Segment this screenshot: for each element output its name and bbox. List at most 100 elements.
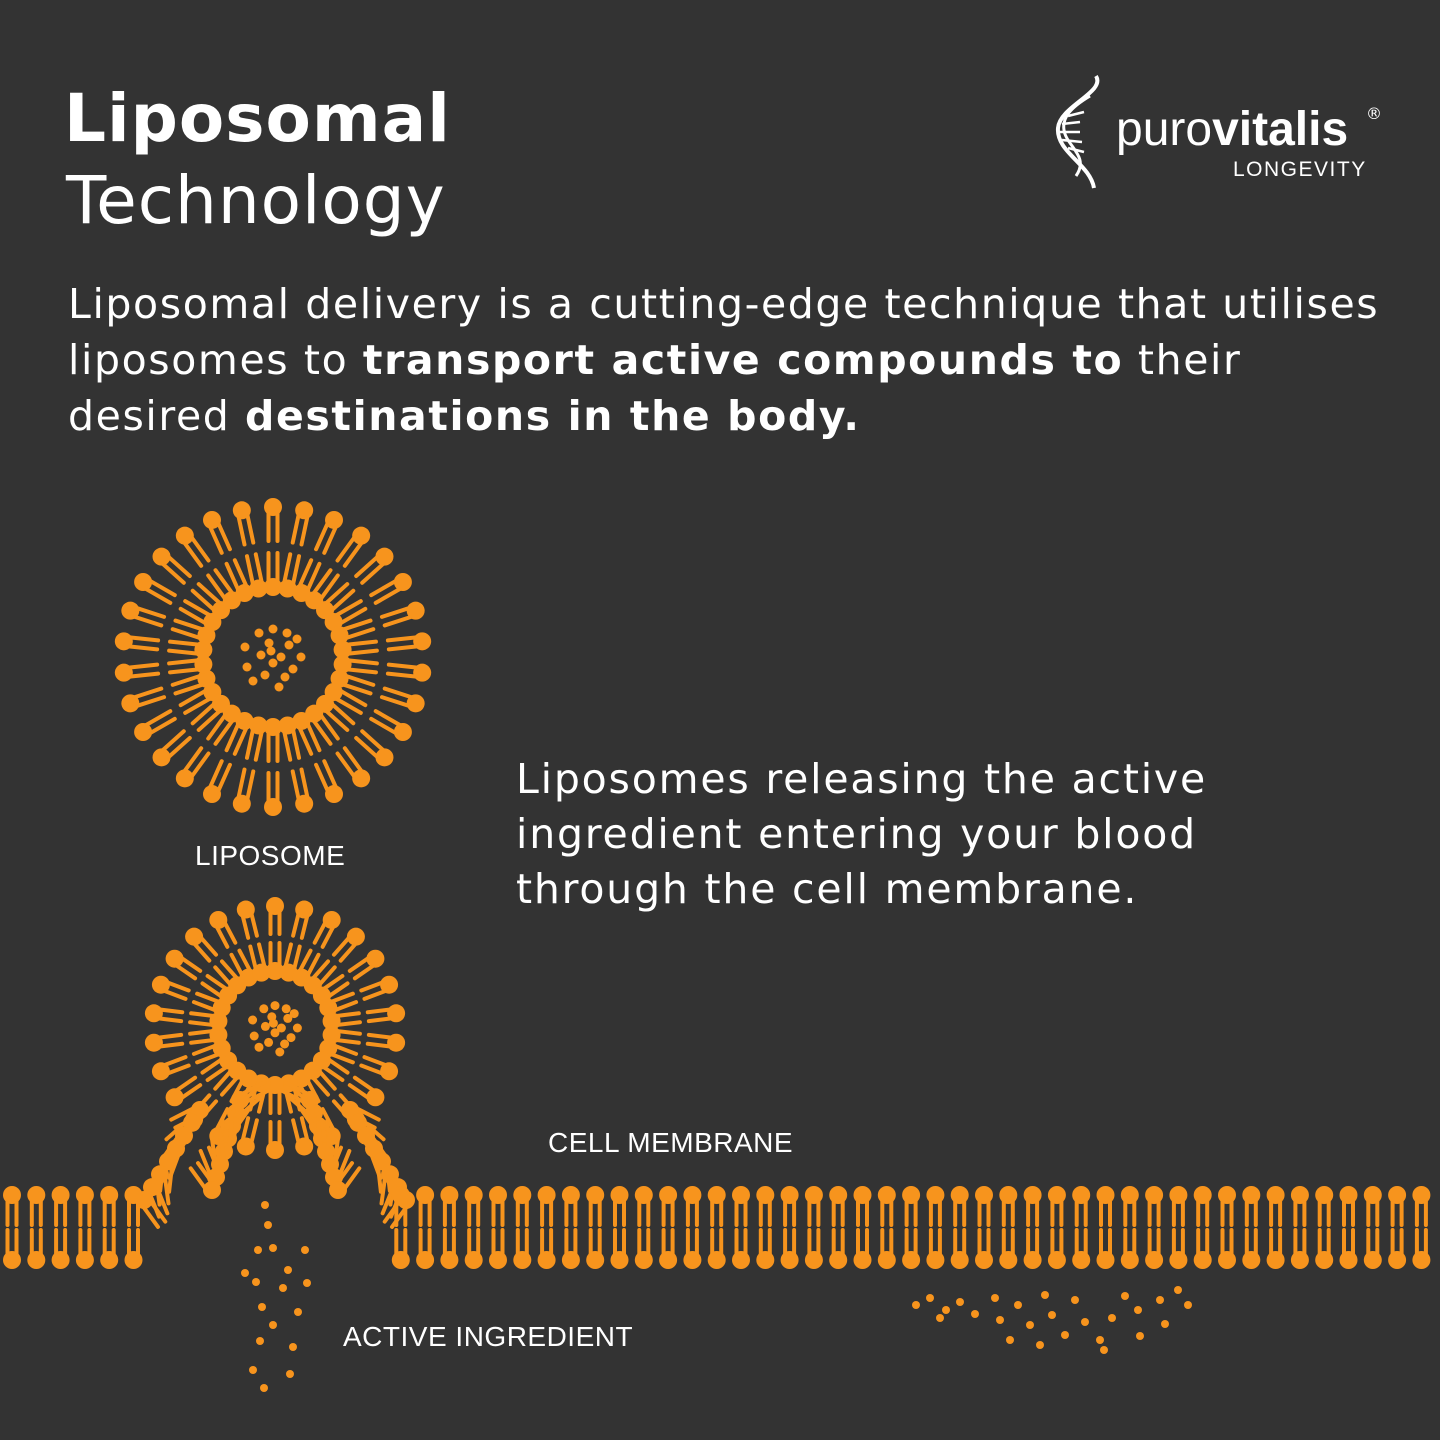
- lipid-tail: [1074, 1198, 1088, 1227]
- lipid-head: [266, 897, 284, 915]
- lipid-tail: [1001, 1228, 1015, 1257]
- lipid-tail: [160, 729, 192, 760]
- active-ingredient-dot: [268, 658, 278, 668]
- active-ingredient-dot: [289, 1343, 297, 1351]
- active-ingredient-dot: [936, 1314, 944, 1322]
- lipid-tail: [1171, 1228, 1185, 1257]
- lipid-head: [75, 1251, 94, 1269]
- lipid-tail: [856, 1228, 869, 1257]
- lipid-tail: [1074, 1228, 1088, 1257]
- lipid-tail: [213, 959, 239, 987]
- active-ingredient-dot: [288, 664, 298, 674]
- lipid-tail: [491, 1228, 505, 1257]
- lipid-tail: [178, 688, 212, 715]
- lipid-head: [829, 1251, 848, 1269]
- lipid-tail: [54, 1228, 68, 1257]
- lipid-head: [295, 794, 314, 813]
- lipid-tail: [311, 959, 337, 987]
- lipid-head: [209, 1025, 228, 1044]
- active-ingredient-dot: [268, 624, 278, 634]
- lipid-head: [683, 1186, 702, 1204]
- active-ingredient-dot: [971, 1310, 979, 1318]
- lipid-tail: [1414, 1198, 1428, 1227]
- lipid-head: [950, 1251, 969, 1269]
- lipid-head: [209, 910, 228, 929]
- lipid-head: [1412, 1251, 1431, 1269]
- active-ingredient-dot: [1036, 1341, 1044, 1349]
- lipid-head: [1096, 1186, 1115, 1204]
- lipid-head: [1023, 1251, 1042, 1269]
- lipid-tail: [312, 920, 336, 949]
- lipid-head: [1072, 1251, 1091, 1269]
- lipid-tail: [188, 1029, 216, 1045]
- lipid-tail: [334, 1029, 362, 1045]
- lipid-head: [780, 1251, 799, 1269]
- lipid-tail: [977, 1198, 991, 1227]
- active-ingredient-dot: [286, 1033, 296, 1043]
- lipid-head: [1047, 1186, 1066, 1204]
- lipid-head: [1290, 1186, 1309, 1204]
- lipid-tail: [1026, 1198, 1040, 1227]
- lipid-head: [51, 1251, 70, 1269]
- brand-name-light: puro: [1116, 103, 1213, 156]
- lipid-head: [143, 1178, 161, 1197]
- lipid-tail: [1026, 1228, 1040, 1257]
- lipid-tail: [564, 1198, 578, 1227]
- lipid-head: [732, 1251, 750, 1269]
- lipid-tail: [127, 1228, 140, 1257]
- lipid-tail: [685, 1228, 699, 1257]
- lipid-head: [489, 1186, 507, 1204]
- lipid-head: [756, 1186, 775, 1204]
- lipid-head: [329, 1181, 347, 1199]
- lipid-tail: [54, 1198, 68, 1227]
- lipid-head: [464, 1186, 483, 1204]
- lipid-head: [232, 794, 251, 813]
- lipid-head: [352, 526, 371, 545]
- lipid-tail: [266, 771, 280, 804]
- lipid-head: [1169, 1251, 1188, 1269]
- lipid-tail: [1099, 1198, 1112, 1227]
- lipid-tail: [291, 911, 310, 940]
- active-ingredient-dot: [926, 1294, 934, 1302]
- lipid-tail: [214, 920, 238, 949]
- lipid-tail: [143, 578, 177, 605]
- lipid-head: [381, 1165, 399, 1184]
- lipid-tail: [734, 1228, 748, 1257]
- lipid-tail: [385, 635, 420, 652]
- active-ingredient-dot: [248, 1015, 258, 1025]
- lipid-tail: [324, 582, 356, 612]
- fusing-liposome-illustration: [135, 897, 415, 1229]
- lipid-head: [756, 1251, 775, 1269]
- lipid-head: [341, 1101, 359, 1119]
- lipid-head: [732, 1186, 750, 1204]
- lipid-head: [877, 1251, 896, 1269]
- lipid-head: [236, 900, 255, 919]
- active-ingredient-dot: [282, 628, 292, 638]
- lipid-tail: [354, 729, 386, 760]
- lipid-head: [121, 601, 140, 620]
- active-ingredient-dot: [254, 1042, 264, 1052]
- lipid-head: [1169, 1186, 1188, 1204]
- lipid-head: [292, 711, 311, 730]
- lipid-tail: [206, 713, 235, 746]
- lipid-head: [406, 601, 425, 620]
- lipid-tail: [341, 674, 376, 696]
- dna-helix-icon: [1055, 74, 1100, 189]
- active-ingredient-dot: [1156, 1296, 1164, 1304]
- active-ingredient-dot: [1136, 1332, 1144, 1340]
- lipid-head: [416, 1251, 435, 1269]
- lipid-tail: [291, 1116, 310, 1145]
- lipid-tail: [515, 1228, 529, 1257]
- lipid-head: [634, 1186, 653, 1204]
- lipid-tail: [354, 554, 386, 585]
- lipid-tail: [224, 558, 249, 592]
- lipid-head: [513, 1186, 532, 1204]
- lipid-tail: [1366, 1198, 1380, 1227]
- lipid-head: [413, 632, 432, 651]
- lipid-head: [27, 1251, 46, 1269]
- lipid-tail: [324, 702, 356, 732]
- lipid-tail: [365, 1032, 394, 1049]
- lipid-tail: [1342, 1228, 1355, 1257]
- lipid-tail: [156, 1007, 185, 1024]
- active-ingredient-dot: [280, 1039, 290, 1049]
